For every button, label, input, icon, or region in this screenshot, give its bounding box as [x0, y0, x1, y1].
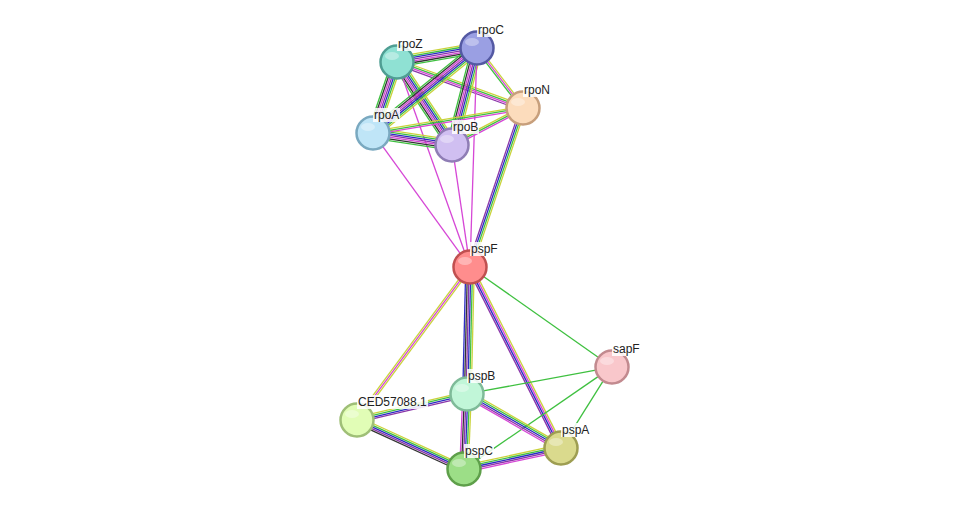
node-highlight [458, 257, 472, 265]
evidence-line [367, 280, 460, 406]
evidence-line [482, 401, 547, 439]
node-highlight [511, 98, 525, 106]
node-highlight [465, 38, 479, 46]
evidence-line [477, 282, 553, 434]
interaction-edge [365, 279, 461, 407]
evidence-line [412, 68, 507, 103]
interaction-edge [483, 277, 598, 358]
protein-node: CED57088.1 [339, 402, 375, 438]
node-highlight [361, 123, 375, 131]
evidence-line [487, 61, 513, 95]
evidence-line [368, 281, 461, 407]
interaction-edge [454, 161, 467, 250]
node-highlight [600, 357, 614, 365]
evidence-line [480, 404, 545, 442]
protein-node: rpoC [459, 30, 495, 66]
interaction-edge [389, 130, 437, 147]
node-highlight [385, 52, 399, 60]
protein-node: rpoN [505, 90, 541, 126]
protein-node: rpoB [434, 127, 470, 163]
evidence-line [480, 405, 545, 443]
evidence-line [483, 277, 598, 358]
interaction-edge [480, 399, 549, 442]
evidence-line [371, 428, 448, 463]
evidence-line [414, 54, 461, 62]
protein-node: rpoZ [379, 44, 415, 80]
node-highlight [345, 410, 359, 418]
evidence-line [488, 60, 514, 94]
interaction-edge [475, 281, 556, 435]
evidence-line [483, 399, 548, 437]
evidence-line [460, 410, 462, 452]
interaction-edge [473, 123, 520, 252]
evidence-line [454, 161, 467, 250]
interaction-edge [371, 424, 451, 465]
protein-node: pspF [452, 249, 488, 285]
protein-node: pspC [446, 451, 482, 487]
interaction-edge [486, 60, 515, 96]
interaction-edge [478, 376, 599, 459]
evidence-line [473, 123, 516, 251]
protein-label: rpoZ [397, 37, 424, 51]
node-highlight [549, 438, 563, 446]
evidence-line [478, 376, 599, 459]
interaction-edge [471, 64, 477, 250]
protein-label: rpoN [523, 83, 551, 97]
evidence-line [373, 425, 450, 460]
evidence-line [463, 283, 465, 377]
protein-node: pspA [543, 430, 579, 466]
evidence-line [478, 124, 521, 252]
interaction-edge [483, 370, 596, 391]
evidence-line [486, 62, 512, 96]
evidence-line [365, 279, 458, 405]
evidence-line [483, 370, 596, 391]
evidence-line [475, 283, 551, 435]
evidence-line [389, 139, 435, 146]
protein-label: sapF [612, 342, 641, 356]
evidence-line [389, 141, 435, 148]
protein-node: pspB [449, 376, 485, 412]
node-highlight [455, 384, 469, 392]
protein-label: rpoA [373, 108, 400, 122]
evidence-line [474, 123, 517, 251]
interaction-edge [383, 146, 461, 253]
protein-label: pspA [561, 423, 590, 437]
protein-label: CED57088.1 [357, 395, 428, 409]
evidence-line [471, 64, 477, 250]
evidence-line [383, 146, 461, 253]
protein-label: pspB [467, 369, 496, 383]
protein-label: rpoC [477, 23, 505, 37]
node-highlight [440, 135, 454, 143]
evidence-line [481, 402, 546, 440]
evidence-line [476, 124, 519, 252]
interaction-edge [463, 283, 474, 377]
protein-label: pspC [464, 444, 494, 458]
node-highlight [452, 459, 466, 467]
protein-node: sapF [594, 349, 630, 385]
evidence-line [372, 427, 449, 462]
protein-label: rpoB [452, 120, 479, 134]
protein-label: pspF [470, 242, 499, 256]
evidence-line [478, 281, 554, 433]
evidence-line [389, 137, 435, 144]
protein-node: rpoA [355, 115, 391, 151]
evidence-line [371, 430, 448, 465]
evidence-line [373, 424, 450, 459]
